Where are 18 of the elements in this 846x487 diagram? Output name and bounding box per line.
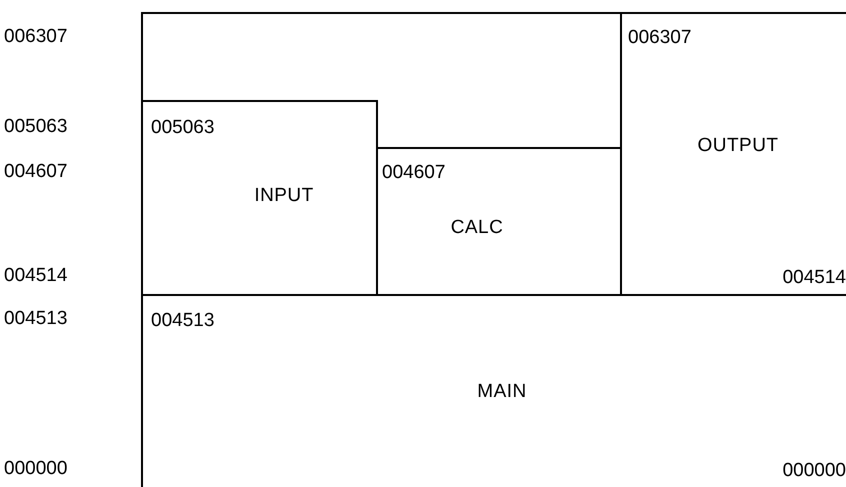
address-label: 000000 — [782, 459, 846, 483]
memory-segment — [141, 294, 846, 487]
address-label: 004513 — [151, 309, 214, 333]
address-label: 004514 — [4, 264, 68, 288]
address-label: 000000 — [4, 457, 68, 481]
segment-name: OUTPUT — [698, 134, 778, 158]
segment-name: INPUT — [254, 184, 314, 208]
segment-name: MAIN — [477, 380, 527, 404]
address-label: 005063 — [151, 116, 214, 140]
segment-name: CALC — [450, 216, 504, 240]
address-label: 004513 — [4, 307, 68, 331]
address-label: 006307 — [628, 26, 692, 50]
address-label: 004514 — [782, 266, 846, 290]
address-label: 005063 — [4, 115, 68, 139]
address-label: 004607 — [382, 161, 446, 185]
memory-segment — [141, 100, 378, 296]
address-label: 004607 — [4, 160, 68, 184]
address-label: 006307 — [4, 25, 68, 49]
